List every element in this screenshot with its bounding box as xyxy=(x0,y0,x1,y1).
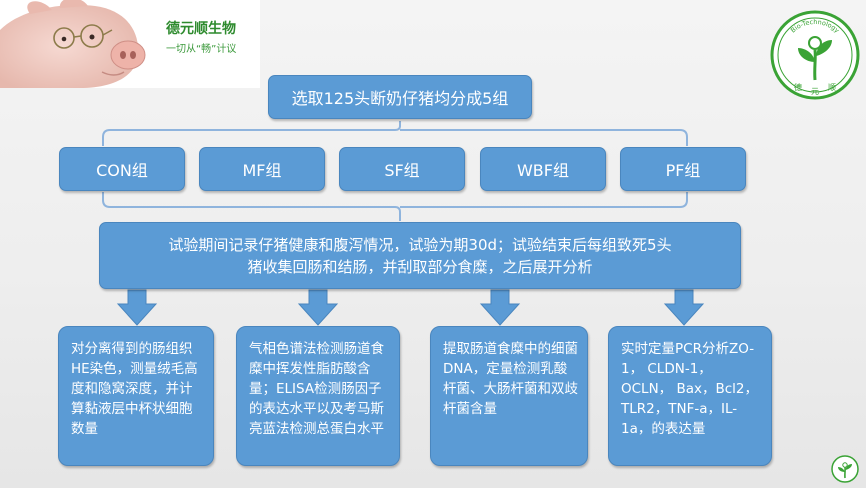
brand-slogan: 一切从“畅”计议 xyxy=(166,44,237,55)
piglet-photo xyxy=(0,0,260,88)
result-text-bacteria: 提取肠道食糜中的细菌DNA，定量检测乳酸杆菌、大肠杆菌和双歧杆菌含量 xyxy=(443,341,578,417)
group-box-wbf: WBF组 xyxy=(480,147,606,191)
arrow-down-2 xyxy=(297,289,339,326)
logo-letter-2: 元 xyxy=(811,87,819,96)
trial-description-box: 试验期间记录仔猪健康和腹泻情况，试验为期30d；试验结束后每组致死5头 猪收集回… xyxy=(99,222,741,289)
trial-description-line-2: 猪收集回肠和结肠，并刮取部分食糜，之后展开分析 xyxy=(247,257,593,276)
brace-top-right xyxy=(400,129,688,146)
result-box-bacteria: 提取肠道食糜中的细菌DNA，定量检测乳酸杆菌、大肠杆菌和双歧杆菌含量 xyxy=(430,326,588,466)
result-text-scfa: 气相色谱法检测肠道食糜中挥发性脂肪酸含量；ELISA检测肠因子的表达水平以及考马… xyxy=(249,341,384,437)
trial-description-line-1: 试验期间记录仔猪健康和腹泻情况，试验为期30d；试验结束后每组致死5头 xyxy=(168,235,672,254)
corner-logo-icon xyxy=(831,455,859,483)
brand-name: 德元顺生物 xyxy=(166,21,236,37)
group-box-sf: SF组 xyxy=(339,147,465,191)
company-logo: Bio-Technology 德 元 顺 xyxy=(770,10,860,100)
group-box-con: CON组 xyxy=(59,147,185,191)
group-box-mf: MF组 xyxy=(199,147,325,191)
brace-bottom-right xyxy=(400,192,688,208)
result-text-pcr: 实时定量PCR分析ZO-1， CLDN-1，OCLN， Bax，Bcl2，TLR… xyxy=(621,341,759,437)
arrow-down-1 xyxy=(116,289,158,326)
logo-letter-1: 德 xyxy=(794,82,802,92)
arrow-down-4 xyxy=(663,289,705,326)
result-box-pcr: 实时定量PCR分析ZO-1， CLDN-1，OCLN， Bax，Bcl2，TLR… xyxy=(608,326,772,466)
arrow-down-3 xyxy=(479,289,521,326)
result-box-scfa: 气相色谱法检测肠道食糜中挥发性脂肪酸含量；ELISA检测肠因子的表达水平以及考马… xyxy=(236,326,400,466)
logo-letter-3: 顺 xyxy=(828,83,836,92)
result-box-histology: 对分离得到的肠组织HE染色，测量绒毛高度和隐窝深度，并计算黏液层中杯状细胞数量 xyxy=(58,326,214,466)
result-text-histology: 对分离得到的肠组织HE染色，测量绒毛高度和隐窝深度，并计算黏液层中杯状细胞数量 xyxy=(71,341,198,437)
brace-top xyxy=(102,121,401,146)
group-box-pf: PF组 xyxy=(620,147,746,191)
brace-bottom xyxy=(102,192,401,221)
top-step-box: 选取125头断奶仔猪均分成5组 xyxy=(268,75,532,119)
